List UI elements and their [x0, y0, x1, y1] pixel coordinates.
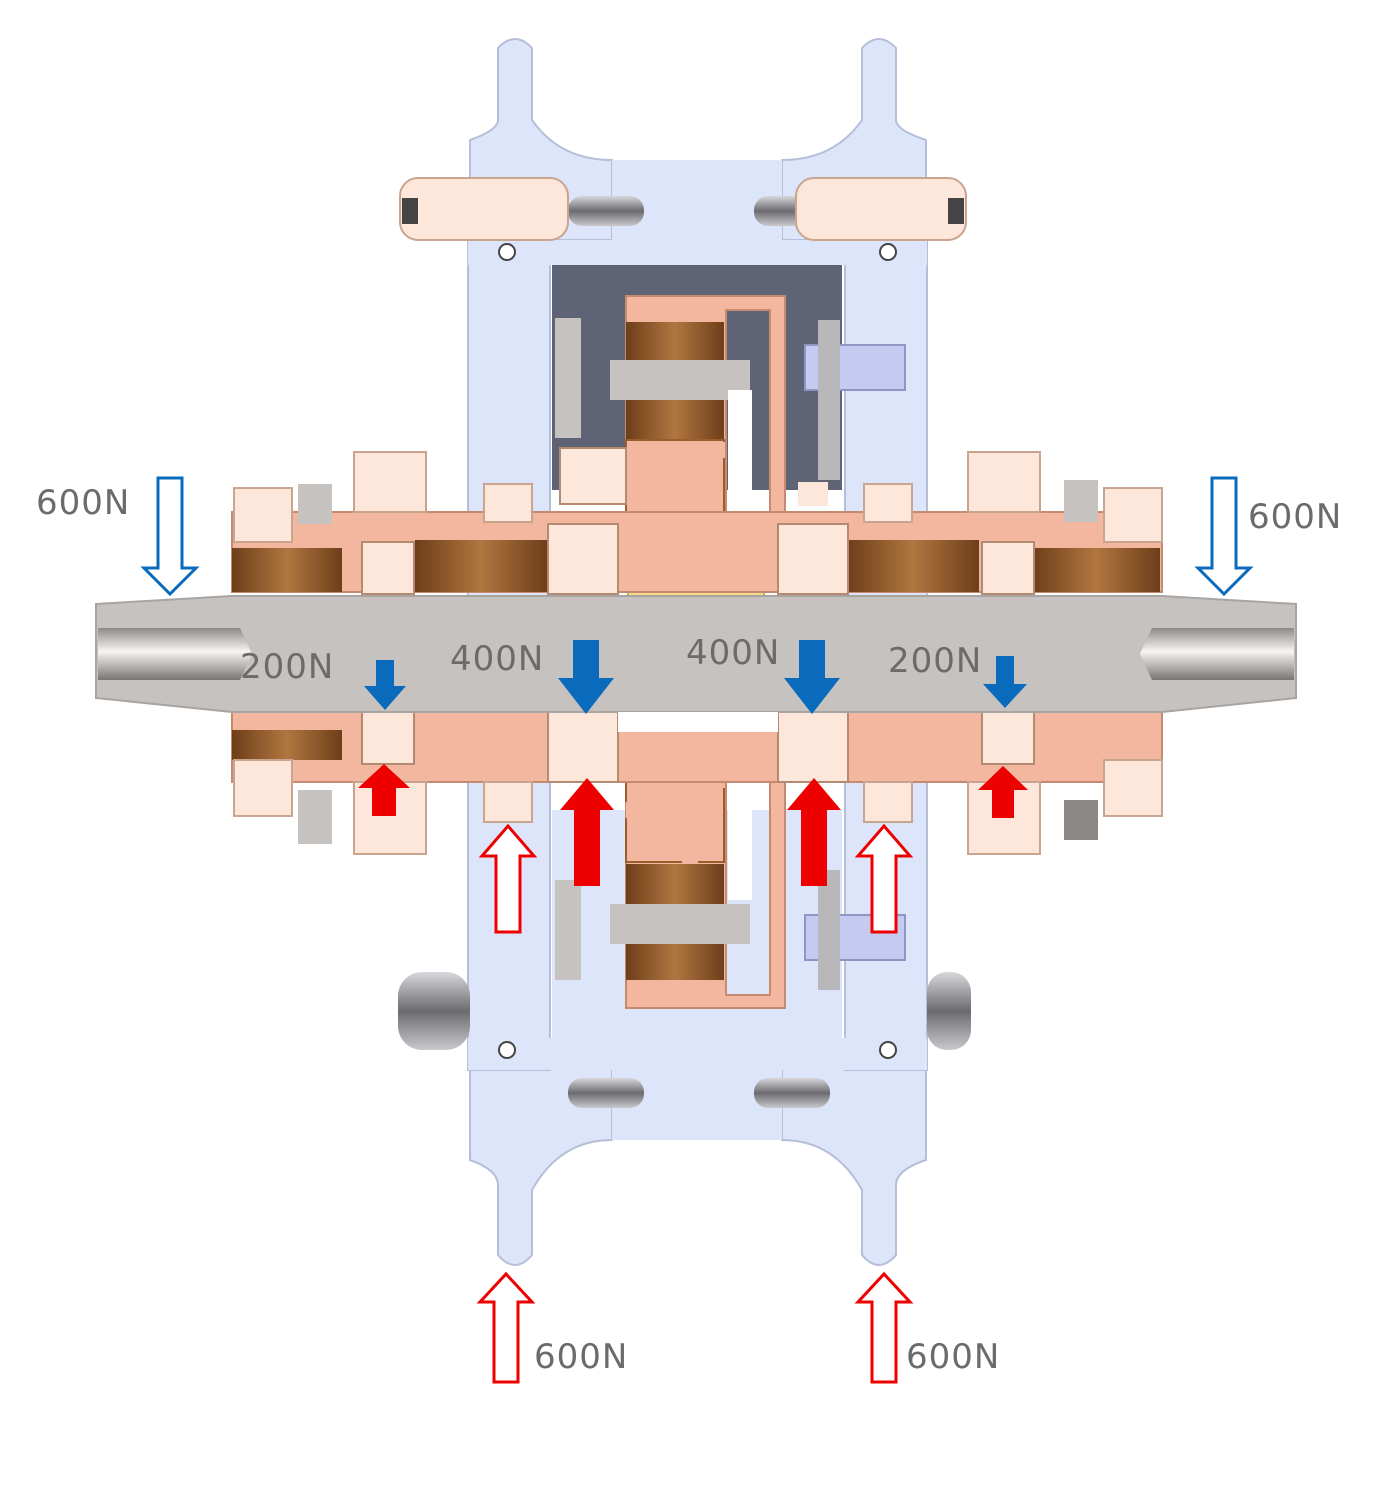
right-bottom-flange	[781, 1059, 927, 1266]
reaction-arrows-outline	[476, 823, 914, 1384]
applied-loads-outline	[140, 476, 1254, 597]
right-lower-shell-bearing	[863, 781, 913, 823]
right-dust-cap-upper	[967, 451, 1041, 513]
upper-right-brown-sleeve	[1032, 548, 1160, 592]
top-left-bolt	[399, 177, 569, 241]
force-labels: 600N 600N 200N 400N 400N 200N 600N 600N	[36, 483, 1342, 1377]
right-end-cap-upper	[1103, 487, 1163, 543]
right-pin	[818, 320, 840, 480]
shell-reaction-right	[854, 823, 914, 934]
bearing-bottom-1	[361, 711, 415, 765]
bearing-bottom-2	[547, 711, 619, 783]
left-cone-upper	[298, 484, 332, 524]
top-flange-bridge	[612, 160, 782, 240]
axle-arrow-400n-right	[784, 640, 840, 714]
axle-arrow-200n-left	[364, 660, 406, 710]
top-right-bolt	[795, 177, 967, 241]
top-axle-bolts	[399, 177, 967, 241]
lower-left-brown-sleeve	[232, 730, 342, 760]
lower-gear-mid	[610, 904, 750, 944]
label-axle-200n-right: 200N	[888, 641, 982, 681]
bearing-top-3	[777, 523, 849, 595]
label-bottom-right-600n: 600N	[906, 1337, 1000, 1377]
right-inner-block	[798, 482, 828, 506]
label-axle-400n-right: 400N	[686, 633, 780, 673]
right-cone-lower	[1064, 800, 1098, 840]
axle-left-end	[98, 628, 252, 680]
right-upper-shell-bearing	[863, 483, 913, 523]
upper-gear-top	[626, 322, 724, 362]
upper-gear-bottom	[626, 400, 724, 440]
left-small-gear	[555, 318, 581, 438]
bottom-right-600n-arrow	[854, 1271, 914, 1384]
top-left-spoke-channel	[568, 196, 644, 226]
lower-gear-teeth	[625, 769, 725, 863]
axle-load-arrows	[364, 640, 1027, 714]
shell-bottom-band	[468, 1038, 927, 1070]
bearing-reaction-arrows	[358, 764, 1028, 886]
bearing-top-2	[547, 523, 619, 595]
left-dust-cap-upper	[353, 451, 427, 513]
label-top-left-600n: 600N	[36, 483, 130, 523]
left-600n-arrow	[140, 476, 200, 597]
reaction-arrow-2	[560, 778, 614, 886]
right-end-cap-lower	[1103, 759, 1163, 817]
left-bottom-flange	[469, 1059, 613, 1266]
left-upper-shell-bearing	[483, 483, 533, 523]
lower-gear-bottom	[626, 944, 724, 980]
lower-gear-top	[626, 864, 724, 904]
bearing-top-4	[981, 541, 1035, 595]
reaction-arrow-4	[978, 766, 1028, 818]
right-cone-upper	[1064, 480, 1098, 522]
bottom-left-spoke-channel	[568, 1078, 644, 1108]
bottom-bolt-heads	[398, 972, 971, 1050]
bearing-bottom-4	[981, 711, 1035, 765]
bottom-left-bolt-head	[398, 972, 470, 1050]
upper-right-mid-brown	[847, 540, 979, 592]
left-cone-lower	[298, 790, 332, 844]
axle-right-end	[1140, 628, 1294, 680]
left-inner-bearing	[559, 447, 627, 505]
bottom-right-pin-hole	[879, 1041, 897, 1059]
reaction-arrow-3	[787, 778, 841, 886]
label-bottom-left-600n: 600N	[534, 1337, 628, 1377]
lower-left-small-gear	[555, 880, 581, 980]
bottom-right-bolt-head	[927, 972, 971, 1050]
bearing-bottom-3	[777, 711, 849, 783]
bottom-right-spoke-channel	[754, 1078, 830, 1108]
lower-right-pin	[818, 870, 840, 990]
shell-top-band	[468, 240, 927, 265]
left-lower-shell-bearing	[483, 781, 533, 823]
top-left-pin-hole	[498, 243, 516, 261]
right-600n-arrow	[1194, 476, 1254, 597]
label-axle-200n-left: 200N	[240, 647, 334, 687]
left-end-cap-lower	[233, 759, 293, 817]
axle-center-neck	[618, 712, 778, 732]
axle-arrow-200n-right	[983, 656, 1027, 708]
axle-sleeves	[231, 451, 1163, 855]
top-right-bolt-socket	[948, 198, 964, 224]
label-top-right-600n: 600N	[1248, 497, 1342, 537]
top-left-bolt-socket	[402, 198, 418, 224]
upper-left-brown-sleeve	[232, 548, 342, 592]
upper-gear-mid	[610, 360, 750, 400]
label-axle-400n-left: 400N	[450, 639, 544, 679]
reaction-arrow-1	[358, 764, 410, 816]
bearing-top-1	[361, 541, 415, 595]
upper-left-mid-brown	[415, 540, 547, 592]
bottom-left-pin-hole	[498, 1041, 516, 1059]
shell-reaction-left	[478, 823, 538, 934]
bottom-left-600n-arrow	[476, 1271, 536, 1384]
axle-arrow-400n-left	[558, 640, 614, 714]
left-end-cap-upper	[233, 487, 293, 543]
top-right-pin-hole	[879, 243, 897, 261]
